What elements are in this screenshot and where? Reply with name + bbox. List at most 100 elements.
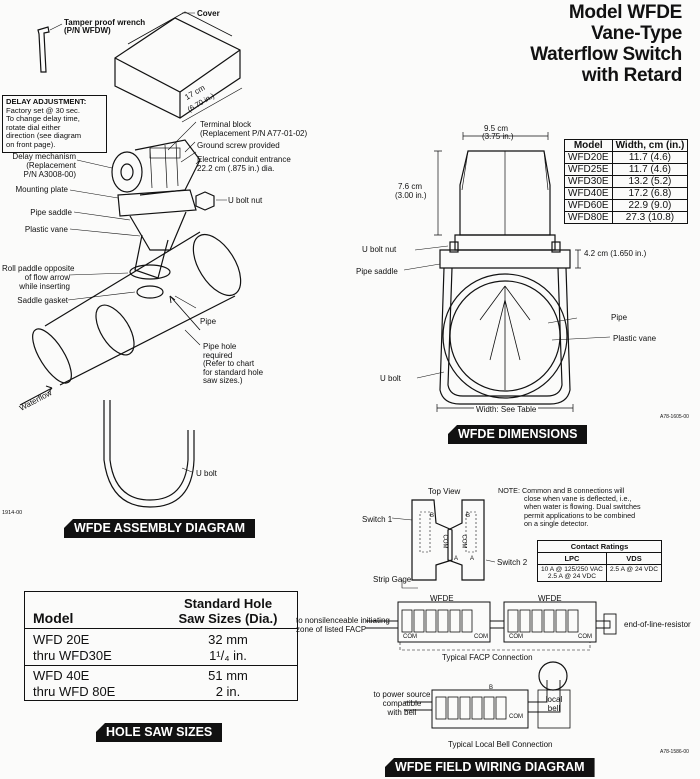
local-bell-line: bell — [547, 704, 561, 713]
note-line: permit applications to be combined — [524, 510, 636, 520]
hole-saw-rule — [25, 628, 297, 629]
mounting-plate-label: Mounting plate — [15, 185, 68, 194]
pipe-hole-line: Pipe hole — [203, 342, 237, 351]
pipe-saddle-dim-drawing — [439, 249, 571, 269]
u-bolt-dim-drawing — [439, 267, 571, 405]
width-table-header: Model Width, cm (in.) — [564, 139, 689, 152]
hole-saw-model: thru WFD30E — [33, 648, 112, 663]
to-facp-line: zone of listed FACP — [296, 625, 367, 634]
width-see-table-label: Width: See Table — [474, 405, 539, 414]
contact-ratings-title: Contact Ratings — [536, 540, 663, 553]
hole-saw-size: 32 mm — [208, 632, 248, 647]
switch2-label: Switch 2 — [497, 558, 528, 567]
letter-a-2: A — [470, 556, 475, 562]
dim-ubolt-nut-label: U bolt nut — [362, 245, 397, 254]
terminal-block-pn: (Replacement P/N A77-01-02) — [200, 129, 308, 138]
wiring-note: NOTE: Common and B connections will clos… — [498, 486, 688, 528]
facp-com-4: COM — [578, 634, 592, 640]
to-power-line: with bell — [387, 708, 417, 717]
width-cell: 17.2 (6.8) — [611, 187, 689, 200]
roll-paddle-line: Roll paddle opposite — [2, 264, 75, 273]
lpc-rating-line: 2.5 A @ 24 VDC — [547, 573, 597, 580]
assembly-docnum: 1914-00 — [2, 510, 23, 516]
width-top-label: 9.5 cm — [484, 124, 509, 133]
wrench-drawing — [37, 26, 50, 73]
clearance-label: 4.2 cm (1.650 in.) — [584, 249, 647, 258]
width-top-in-label: (3.75 in.) — [482, 132, 514, 141]
width-cell: 13.2 (5.2) — [611, 175, 689, 188]
hole-saw-col-size-line: Standard Hole — [183, 596, 273, 611]
hole-saw-model: thru WFD 80E — [33, 684, 116, 699]
pipe-saddle-drawing — [129, 211, 187, 251]
model-cell: WFD60E — [564, 199, 613, 212]
to-power-label: to power source compatible with bell — [372, 690, 432, 717]
delay-adjustment-box: DELAY ADJUSTMENT: Factory set @ 30 sec. … — [2, 95, 107, 153]
roll-paddle-line: of flow arrow — [24, 273, 70, 282]
title-line-1: Model WFDE — [568, 2, 682, 23]
facp-wfde-1 — [397, 601, 491, 643]
to-power-line: to power source — [373, 690, 431, 699]
dim-pipe-saddle-label: Pipe saddle — [356, 267, 398, 276]
hole-saw-col-size: Standard Hole Saw Sizes (Dia.) — [163, 596, 293, 626]
local-bell-label: local bell — [538, 695, 570, 713]
delay-adjust-line: direction (see diagram — [6, 131, 82, 141]
dim-plastic-vane-label: Plastic vane — [613, 334, 657, 343]
dimensions-banner: WFDE DIMENSIONS — [448, 425, 588, 444]
vds-rating: 2.5 A @ 24 VDC — [605, 564, 663, 582]
facp-wfde-label-2: WFDE — [538, 594, 562, 603]
to-facp-line: to nonsilenceable initiating — [296, 616, 390, 625]
ground-screw-label: Ground screw provided — [197, 141, 280, 150]
hole-saw-model: WFD 20E — [33, 632, 90, 647]
pipe-hole-line: required — [203, 350, 233, 360]
delay-adjust-line: Factory set @ 30 sec. — [6, 105, 80, 115]
com-label-1: COM — [441, 534, 448, 549]
width-cell: 11.7 (4.6) — [611, 163, 689, 176]
delay-mech-pn: P/N A3008-00) — [23, 170, 76, 179]
cover-label: Cover — [197, 9, 220, 18]
top-view-label: Top View — [428, 487, 461, 496]
conduit-size-label: 22.2 cm (.875 in.) dia. — [197, 164, 275, 173]
strip-gage-label: Strip Gage — [373, 575, 412, 584]
width-col-model: Model — [564, 139, 613, 152]
hole-saw-table: Model Standard Hole Saw Sizes (Dia.) WFD… — [24, 591, 298, 701]
note-line: NOTE: Common and B connections will — [498, 486, 625, 495]
hole-saw-rule — [25, 665, 297, 666]
vane-drawing — [134, 234, 169, 279]
delay-adjust-line: rotate dial either — [6, 122, 61, 132]
facp-com-3: COM — [509, 634, 523, 640]
switch1-drawing — [411, 499, 453, 581]
to-facp-label: to nonsilenceable initiating zone of lis… — [296, 616, 390, 634]
tamper-wrench-label: Tamper proof wrench — [64, 18, 146, 27]
hole-saw-col-size-line: Saw Sizes (Dia.) — [178, 611, 278, 626]
pipe-label: Pipe — [200, 317, 217, 326]
model-cell: WFD20E — [564, 151, 613, 164]
hole-saw-model: WFD 40E — [33, 668, 90, 683]
note-line: on a single detector. — [524, 518, 589, 528]
lpc-header: LPC — [537, 552, 607, 565]
com-label-2: COM — [460, 534, 467, 549]
dim-pipe-label: Pipe — [611, 313, 628, 322]
u-bolt-drawing — [109, 400, 189, 501]
switch2-drawing — [447, 499, 485, 581]
lpc-rating-line: 10 A @ 125/250 VAC — [541, 566, 603, 573]
height-label: 7.6 cm — [398, 182, 423, 191]
ubolt-label: U bolt — [196, 469, 217, 478]
roll-paddle-label: Roll paddle opposite of flow arrow while… — [2, 264, 75, 291]
width-cell: 27.3 (10.8) — [611, 211, 689, 224]
facp-wfde-label-1: WFDE — [430, 594, 454, 603]
conduit-label: Electrical conduit entrance — [197, 155, 291, 164]
switch1-label: Switch 1 — [362, 515, 393, 524]
eol-label: end-of-line-resistor — [624, 620, 691, 629]
hole-saw-size: 1¹/₄ in. — [209, 648, 247, 663]
assembly-diagram-banner: WFDE ASSEMBLY DIAGRAM — [64, 519, 256, 538]
saddle-gasket-label: Saddle gasket — [17, 296, 68, 305]
vds-header: VDS — [605, 552, 663, 565]
